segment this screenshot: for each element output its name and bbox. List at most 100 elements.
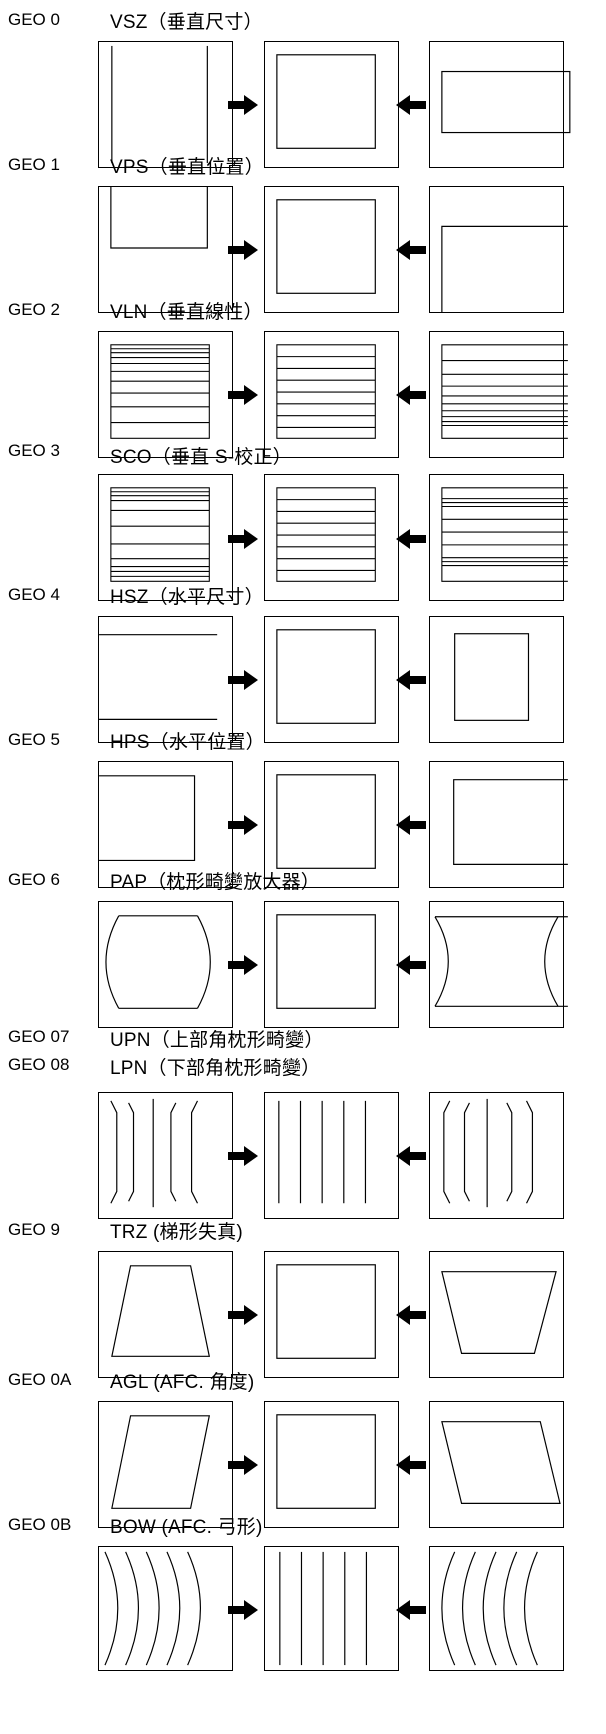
- geo-07-08-distorted-frame: [98, 1092, 233, 1219]
- geo-07-code: GEO 07: [8, 1027, 70, 1046]
- geo-07-name: UPN（上部角枕形畸變）: [110, 1030, 324, 1051]
- even-lines-icon: [276, 344, 376, 439]
- straight-vertical-lines-icon: [278, 1100, 367, 1204]
- geo-0-distorted-frame-2: [429, 41, 571, 168]
- target-rectangle-icon: [276, 1264, 376, 1359]
- geo-6-correct-frame: [264, 901, 399, 1028]
- geo-9-code: GEO 9: [8, 1220, 60, 1239]
- geo-5-distorted-frame-2: [429, 761, 568, 888]
- geo-5-code: GEO 5: [8, 730, 60, 749]
- right-arrow-icon: [228, 955, 258, 975]
- trapezium-narrow-top-icon: [111, 1265, 211, 1357]
- left-arrow-icon: [396, 1305, 426, 1325]
- geo-0a-distorted-frame: [98, 1401, 233, 1528]
- geo-0b-code: GEO 0B: [8, 1515, 72, 1534]
- vertical-size-out-icon: [111, 45, 208, 164]
- geo-6-code: GEO 6: [8, 870, 60, 889]
- geo-9-name: TRZ (梯形失真): [110, 1222, 243, 1243]
- geo-2-name: VLN（垂直線性）: [110, 302, 263, 323]
- geo-3-code: GEO 3: [8, 441, 60, 460]
- even-lines-icon: [276, 487, 376, 582]
- target-rectangle-icon: [276, 774, 376, 869]
- geo-6-distorted-frame-2: [429, 901, 568, 1028]
- corner-pincushion-in-icon: [443, 1098, 534, 1208]
- geo-3-name: SCO（垂直 S-校正）: [110, 447, 292, 468]
- horizontal-position-right-icon: [453, 779, 568, 865]
- vertical-linearity-top-icon: [110, 344, 210, 439]
- corner-pincushion-out-icon: [110, 1098, 199, 1208]
- left-arrow-icon: [396, 955, 426, 975]
- geo-9-distorted-frame: [98, 1251, 233, 1378]
- geo-4-name: HSZ（水平尺寸）: [110, 587, 264, 608]
- geo-3-distorted-frame-2: [429, 474, 568, 601]
- left-arrow-icon: [396, 815, 426, 835]
- geo-08-code: GEO 08: [8, 1055, 70, 1074]
- parallelogram-right-lean-icon: [111, 1415, 211, 1509]
- vertical-size-in-icon: [441, 70, 571, 134]
- right-arrow-icon: [228, 1305, 258, 1325]
- target-rectangle-icon: [276, 54, 376, 149]
- parallelogram-left-lean-icon: [441, 1421, 561, 1504]
- right-arrow-icon: [228, 385, 258, 405]
- geo-3-distorted-frame: [98, 474, 233, 601]
- geo-2-correct-frame: [264, 331, 399, 458]
- vertical-position-down-icon: [441, 225, 568, 312]
- geo-2-distorted-frame-2: [429, 331, 568, 458]
- geo-0b-name: BOW (AFC. 弓形): [110, 1517, 263, 1538]
- left-arrow-icon: [396, 670, 426, 690]
- geo-0a-name: AGL (AFC. 角度): [110, 1372, 255, 1393]
- geo-1-distorted-frame: [98, 186, 233, 313]
- geo-1-distorted-frame-2: [429, 186, 568, 313]
- geo-1-correct-frame: [264, 186, 399, 313]
- target-rectangle-icon: [276, 1414, 376, 1509]
- geo-0b-distorted-frame-2: [429, 1546, 564, 1671]
- geo-5-correct-frame: [264, 761, 399, 888]
- pincushion-distortion-icon: [434, 916, 568, 1007]
- s-correction-grouped-icon: [441, 487, 568, 582]
- right-arrow-icon: [228, 670, 258, 690]
- geo-2-code: GEO 2: [8, 300, 60, 319]
- geo-3-correct-frame: [264, 474, 399, 601]
- geo-4-distorted-frame-2: [429, 616, 564, 743]
- geo-0b-distorted-frame: [98, 1546, 233, 1671]
- horizontal-size-in-icon: [454, 633, 530, 721]
- target-rectangle-icon: [276, 914, 376, 1009]
- geo-0a-distorted-frame-2: [429, 1401, 564, 1528]
- geo-2-distorted-frame: [98, 331, 233, 458]
- right-arrow-icon: [228, 1146, 258, 1166]
- straight-vertical-lines-icon: [279, 1551, 368, 1666]
- left-arrow-icon: [396, 385, 426, 405]
- geo-5-distorted-frame: [98, 761, 233, 888]
- geo-0-correct-frame: [264, 41, 399, 168]
- geo-0b-correct-frame: [264, 1546, 399, 1671]
- right-arrow-icon: [228, 95, 258, 115]
- geo-5-name: HPS（水平位置）: [110, 732, 265, 753]
- right-arrow-icon: [228, 529, 258, 549]
- geo-6-name: PAP（枕形畸變放大器）: [110, 872, 321, 893]
- s-correction-uneven-icon: [110, 487, 210, 582]
- geo-4-code: GEO 4: [8, 585, 60, 604]
- left-arrow-icon: [396, 240, 426, 260]
- geo-08-name: LPN（下部角枕形畸變）: [110, 1058, 321, 1079]
- geo-0-name: VSZ（垂直尺寸）: [110, 12, 263, 33]
- left-arrow-icon: [396, 1600, 426, 1620]
- geo-4-correct-frame: [264, 616, 399, 743]
- right-arrow-icon: [228, 815, 258, 835]
- right-arrow-icon: [228, 1600, 258, 1620]
- geo-9-correct-frame: [264, 1251, 399, 1378]
- geo-1-name: VPS（垂直位置）: [110, 157, 264, 178]
- geo-0-distorted-frame: [98, 41, 233, 168]
- target-rectangle-icon: [276, 199, 376, 294]
- geo-9-distorted-frame-2: [429, 1251, 564, 1378]
- geo-6-distorted-frame: [98, 901, 233, 1028]
- horizontal-position-left-icon: [99, 775, 196, 862]
- right-arrow-icon: [228, 1455, 258, 1475]
- left-arrow-icon: [396, 95, 426, 115]
- trapezium-narrow-bottom-icon: [441, 1271, 557, 1354]
- left-arrow-icon: [396, 1455, 426, 1475]
- geo-07-08-distorted-frame-2: [429, 1092, 564, 1219]
- bow-left-icon: [441, 1551, 538, 1666]
- target-rectangle-icon: [276, 629, 376, 724]
- geo-0a-code: GEO 0A: [8, 1370, 72, 1389]
- geo-0a-correct-frame: [264, 1401, 399, 1528]
